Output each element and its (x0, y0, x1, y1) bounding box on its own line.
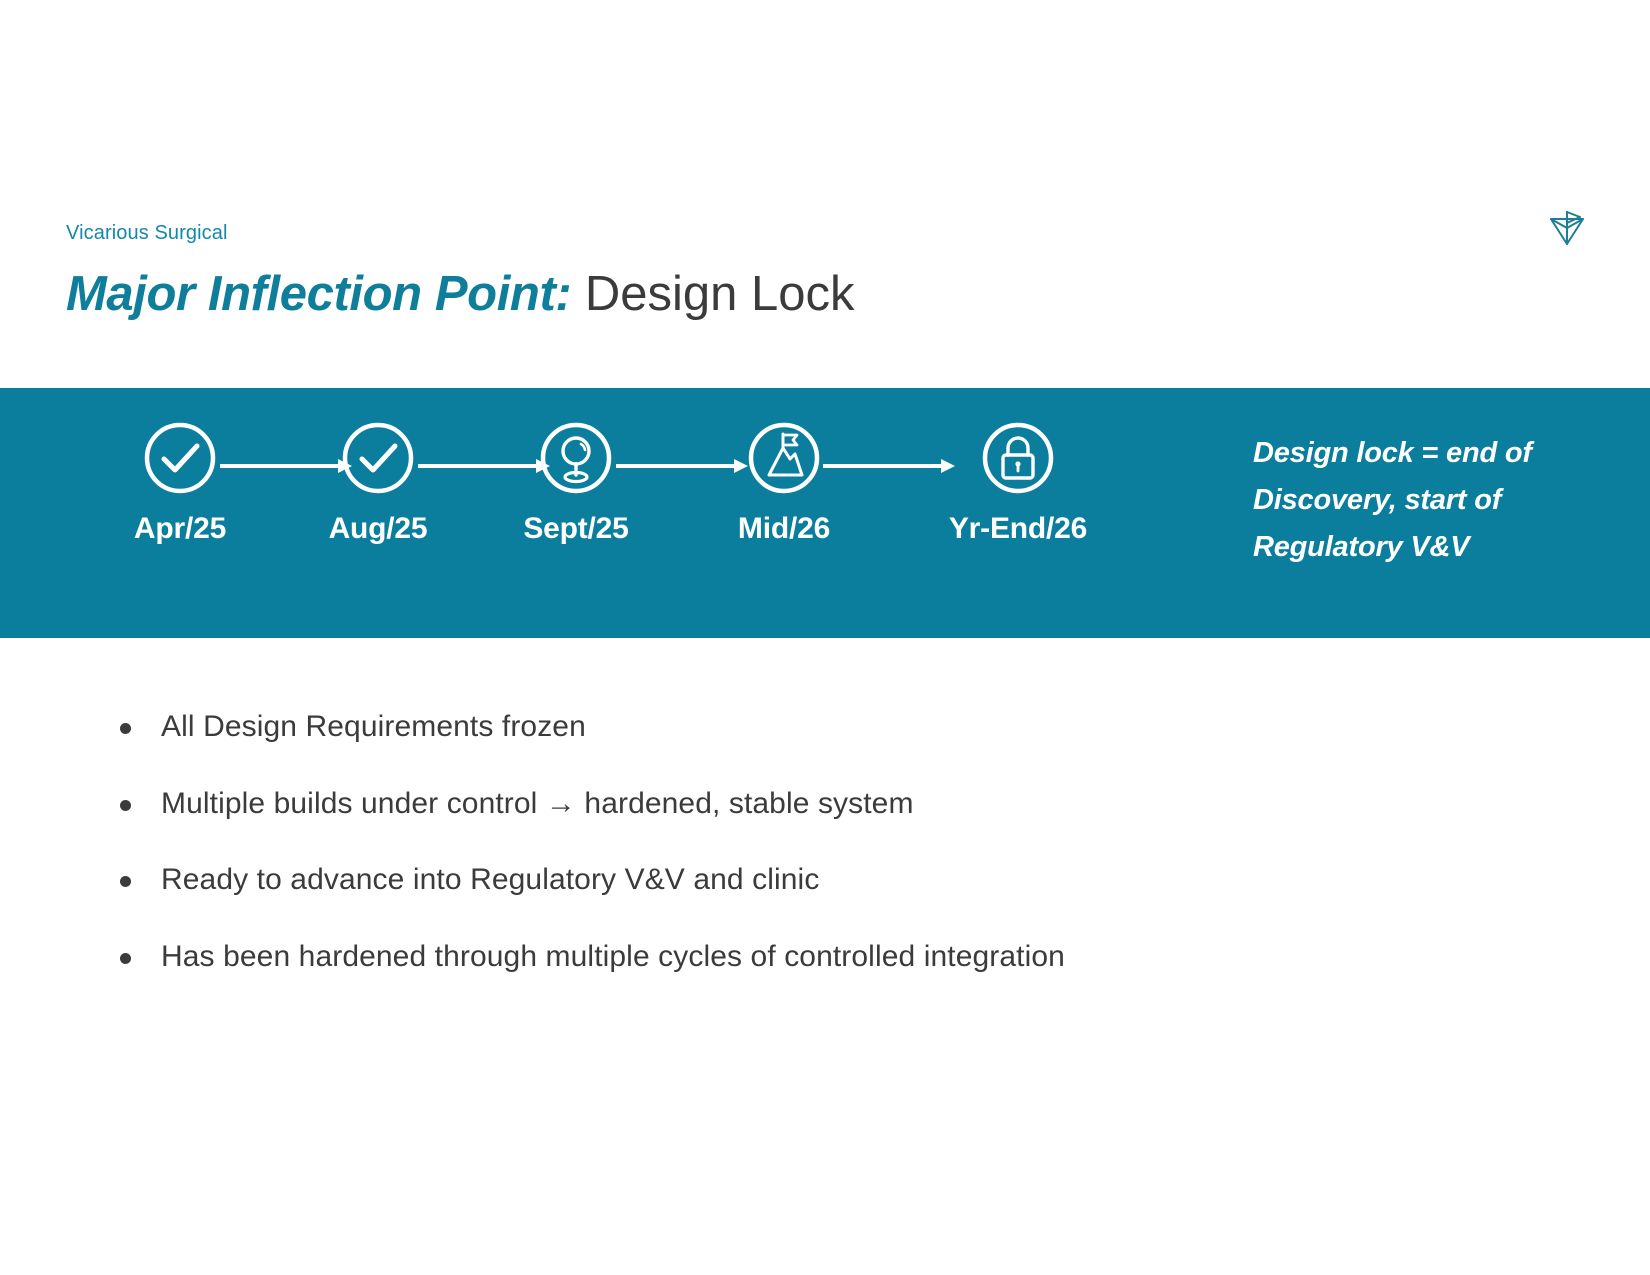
timeline-step-mid26[interactable]: Mid/26 (728, 418, 840, 546)
list-item: All Design Requirements frozen (120, 708, 1420, 746)
bullet-text: All Design Requirements frozen (161, 710, 586, 743)
brand-label: Vicarious Surgical (66, 222, 228, 244)
bullet-text: Multiple builds under control → hardened… (161, 786, 914, 820)
page-title: Major Inflection Point: Design Lock (66, 266, 855, 322)
timeline-step-label: Yr-End/26 (948, 512, 1088, 545)
bullet-text: Has been hardened through multiple cycle… (161, 939, 1065, 973)
timeline-step-aug25[interactable]: Aug/25 (322, 418, 434, 546)
list-item: Has been hardened through multiple cycle… (120, 938, 1420, 976)
page-title-emphasis: Major Inflection Point: (66, 267, 572, 321)
mountain-flag-icon (748, 422, 820, 494)
list-item: Multiple builds under control → hardened… (120, 785, 1420, 823)
timeline-step-label: Aug/25 (328, 512, 428, 545)
bullet-list: All Design Requirements frozen Multiple … (120, 708, 1420, 1014)
check-circle-icon (144, 422, 216, 494)
timeline-connector-3 (616, 459, 748, 473)
design-lock-note: Design lock = end of Discovery, start of… (1253, 437, 1532, 563)
magnifier-stand-icon (540, 422, 612, 494)
timeline-step-label: Mid/26 (737, 512, 831, 545)
timeline-step-label: Apr/25 (133, 512, 227, 545)
padlock-icon (982, 422, 1054, 494)
bullet-text: Ready to advance into Regulatory V&V and… (161, 863, 820, 896)
page-title-plain: Design Lock (571, 267, 855, 321)
bullet-dot-icon (120, 723, 131, 734)
timeline-step-apr25[interactable]: Apr/25 (124, 418, 236, 546)
bullet-dot-icon (120, 799, 131, 811)
timeline-step-sept25[interactable]: Sept/25 (520, 418, 632, 546)
timeline: Apr/25 Aug/25 Sept/25 (128, 418, 1138, 578)
bullet-dot-icon (120, 952, 131, 964)
timeline-step-label: Sept/25 (523, 512, 629, 545)
vicarious-surgical-logo (1544, 206, 1590, 250)
timeline-banner: Apr/25 Aug/25 Sept/25 (0, 388, 1650, 638)
bullet-dot-icon (120, 876, 131, 887)
timeline-step-yrend26[interactable]: Yr-End/26 (938, 418, 1098, 546)
list-item: Ready to advance into Regulatory V&V and… (120, 861, 1420, 899)
timeline-connector-4 (823, 459, 955, 473)
check-circle-icon (342, 422, 414, 494)
